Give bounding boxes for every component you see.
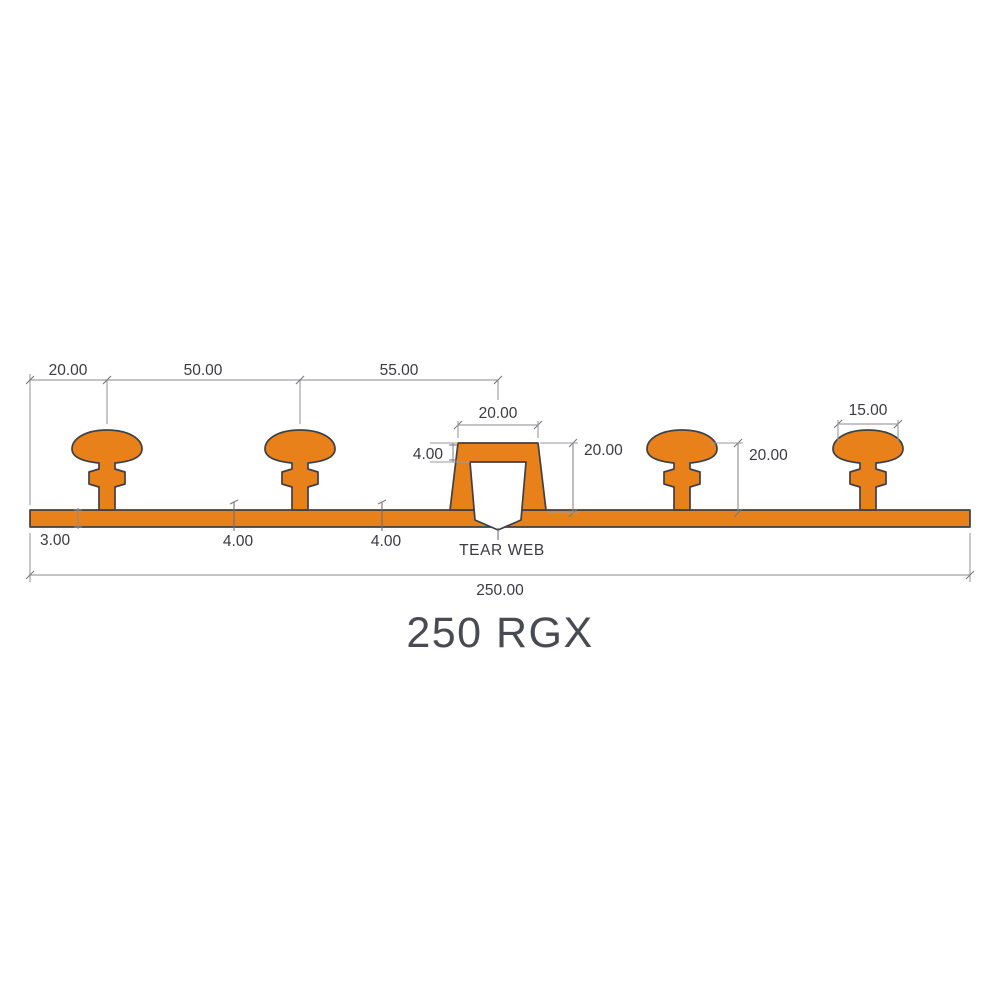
dim-height-tear-web-text: 20.00: [584, 442, 623, 459]
dim-cap-width-text: 15.00: [849, 402, 888, 419]
dim-stem-width-1-text: 4.00: [223, 533, 254, 550]
tear-web-annotation: TEAR WEB: [459, 528, 545, 559]
dim-tear-web-wall-text: 4.00: [413, 446, 444, 463]
dim-height-rib-text: 20.00: [749, 447, 788, 464]
dim-55-text: 55.00: [380, 362, 419, 379]
height-dimension-rib: 20.00: [710, 438, 788, 518]
tear-web-wall-dimension: 4.00: [413, 442, 470, 463]
extension-lines: [29, 374, 971, 582]
part-geometry: [29, 429, 971, 531]
dim-50-text: 50.00: [184, 362, 223, 379]
rib-mushroom-3: [646, 429, 718, 511]
rib-mushroom-1: [71, 429, 143, 511]
rib-mushroom-4: [832, 429, 904, 511]
tear-web-label-text: TEAR WEB: [459, 542, 545, 559]
top-dimension-chain: 20.00 50.00 55.00: [25, 362, 503, 385]
tear-web-cavity: [469, 461, 527, 531]
dim-stem-width-2-text: 4.00: [371, 533, 402, 550]
stem-width-callouts: 4.00 4.00: [223, 499, 402, 550]
drawing-title: 250 RGX: [406, 609, 593, 657]
cap-width-dimension: 15.00: [833, 402, 903, 442]
dim-base-thickness-text: 3.00: [40, 532, 71, 549]
dim-overall-width-text: 250.00: [476, 582, 524, 599]
dim-20-left-text: 20.00: [49, 362, 88, 379]
rib-mushroom-2: [264, 429, 336, 511]
height-dimension-tear-web: 20.00: [540, 438, 623, 518]
overall-width-dimension: 250.00: [25, 570, 975, 599]
dim-tear-web-width-text: 20.00: [479, 405, 518, 422]
base-thickness-dimension: 3.00: [40, 508, 82, 549]
tear-web-width-dimension: 20.00: [453, 405, 543, 438]
